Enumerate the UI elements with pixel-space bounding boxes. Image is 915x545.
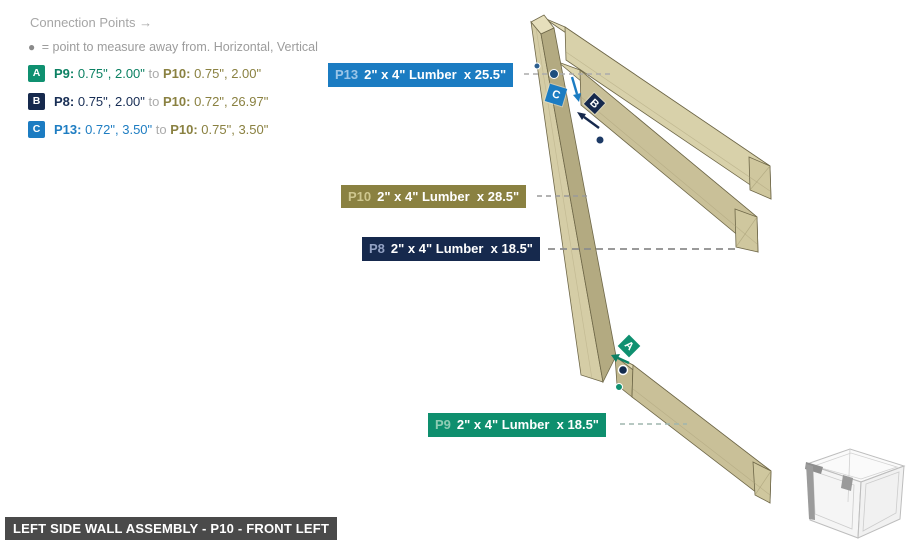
measure-note-text: = point to measure away from. Horizontal… [41,40,318,54]
measure-note: ● = point to measure away from. Horizont… [28,40,318,54]
annotation-arrows [570,76,630,365]
dot-b [595,135,605,145]
from-part: P8: [54,93,75,109]
connection-text-c: P13: 0.72", 3.50" to P10: 0.75", 3.50" [54,122,268,137]
lumber-p9-rail [614,355,772,504]
part-id: P13 [335,67,359,82]
part-desc: 2" x 4" Lumber x 18.5" [390,241,533,256]
connection-points-title: Connection Points → [30,15,153,30]
to-part: P10: [162,65,191,81]
arrow-a [611,354,630,365]
connection-text-a: P9: 0.75", 2.00" to P10: 0.75", 2.00" [54,66,261,81]
joiner: to [144,93,163,109]
part-label-p10: P10 2" x 4" Lumber x 28.5" [341,185,527,208]
lumber-p13-rail [543,17,772,200]
joiner: to [144,65,163,81]
connection-row-c: C P13: 0.72", 3.50" to P10: 0.75", 3.50" [28,120,268,138]
measure-lines [524,73,737,425]
part-desc: 2" x 4" Lumber x 28.5" [377,189,520,204]
connection-point-dots [533,62,629,391]
part-label-p13: P13 2" x 4" Lumber x 25.5" [328,63,514,87]
part-id: P8 [369,241,385,256]
part-label-p9: P9 2" x 4" Lumber x 18.5" [428,413,606,437]
connection-badge-a: A [28,64,45,82]
connection-badge-b: B [28,92,45,110]
to-part: P10: [162,93,191,109]
dot-c-2 [549,69,559,79]
part-desc: 2" x 4" Lumber x 25.5" [364,67,507,82]
to-value: 0.75", 2.00" [190,65,262,81]
dot-c-1 [533,62,541,70]
from-value: 0.75", 2.00" [74,93,145,109]
part-id: P9 [435,417,451,432]
arrow-c [570,76,581,102]
joiner: to [152,121,171,137]
part-id: P10 [348,189,372,204]
assembly-title-bar: LEFT SIDE WALL ASSEMBLY - P10 - FRONT LE… [5,517,338,540]
part-label-p8: P8 2" x 4" Lumber x 18.5" [362,237,540,261]
connection-text-b: P8: 0.75", 2.00" to P10: 0.72", 26.97" [54,94,268,109]
connection-badge-c: C [28,120,45,138]
from-value: 0.75", 2.00" [74,65,145,81]
arrow-b [577,112,600,129]
part-desc: 2" x 4" Lumber x 18.5" [456,417,599,432]
dot-a-2 [615,383,623,391]
to-value: 0.72", 26.97" [190,93,269,109]
to-part: P10: [170,121,198,137]
from-part: P13: [54,121,82,137]
dot-a-1 [617,364,629,376]
connection-row-a: A P9: 0.75", 2.00" to P10: 0.75", 2.00" [28,64,261,82]
to-value: 0.75", 3.50" [197,121,269,137]
connection-row-b: B P8: 0.75", 2.00" to P10: 0.72", 26.97" [28,92,268,110]
from-part: P9: [54,65,75,81]
from-value: 0.72", 3.50" [81,121,153,137]
bullet-dot-icon: ● [28,40,36,54]
assembly-thumbnail [805,448,906,539]
